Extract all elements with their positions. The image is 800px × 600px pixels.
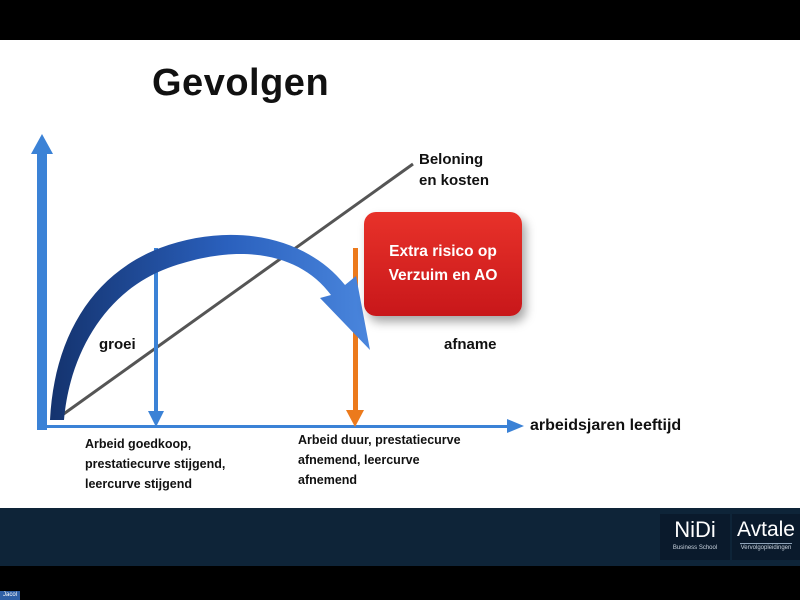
y-axis-arrow (31, 134, 53, 430)
slide-footer: NiDi Business School Avtale Vervolgoplei… (0, 508, 800, 566)
nidi-logo-tagline: Business School (672, 545, 718, 551)
participant-name-tag: Jacol (0, 591, 20, 600)
x-axis-arrow (40, 419, 524, 433)
top-black-bar (0, 0, 800, 40)
avtale-logo-name: Avtale (737, 518, 795, 541)
afname-label: afname (444, 336, 497, 353)
risk-line-2: Verzuim en AO (388, 267, 498, 284)
risk-box: Extra risico op Verzuim en AO (364, 212, 522, 316)
performance-curve-arrow (50, 234, 370, 420)
caption-left-line-1: Arbeid goedkoop, (85, 437, 192, 451)
risk-line-1: Extra risico op (389, 243, 497, 260)
diagram-graphic (31, 134, 524, 433)
avtale-logo-rule (740, 543, 792, 544)
growth-marker-arrow (148, 248, 164, 427)
avtale-logo: Avtale Vervolgopleidingen (732, 514, 800, 560)
caption-left: Arbeid goedkoop, prestatiecurve stijgend… (85, 434, 225, 494)
caption-right-line-2: afnemend, leercurve (298, 453, 420, 467)
x-axis-label: arbeidsjaren leeftijd (530, 417, 682, 434)
nidi-logo-name: NiDi (674, 517, 716, 542)
caption-right: Arbeid duur, prestatiecurve afnemend, le… (298, 430, 461, 490)
avtale-logo-tagline: Vervolgopleidingen (740, 545, 792, 551)
kosten-line: en kosten (419, 172, 490, 189)
beloning-kosten-label: Beloning en kosten (419, 149, 489, 191)
groei-label: groei (99, 336, 136, 353)
caption-right-line-1: Arbeid duur, prestatiecurve (298, 433, 461, 447)
caption-right-line-3: afnemend (298, 473, 358, 487)
nidi-logo: NiDi Business School (660, 514, 730, 560)
caption-left-line-3: leercurve stijgend (85, 477, 192, 491)
beloning-line: Beloning (419, 151, 484, 168)
slide-title: Gevolgen (152, 62, 330, 104)
bottom-black-bar (0, 566, 800, 600)
caption-left-line-2: prestatiecurve stijgend, (85, 457, 226, 471)
cost-line (57, 162, 414, 420)
slide: Gevolgen (0, 40, 800, 508)
